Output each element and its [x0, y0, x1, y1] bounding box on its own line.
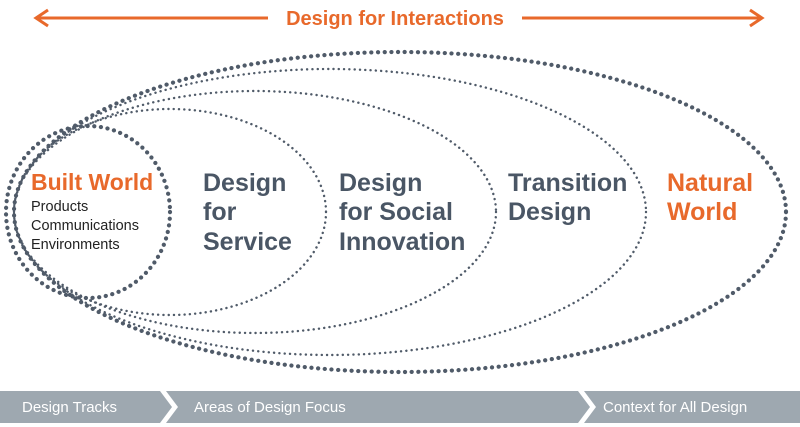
built-world-item: Communications: [31, 218, 139, 234]
banner-areas-of-focus: Areas of Design Focus: [194, 399, 346, 416]
design-for-service-label: for: [203, 198, 237, 226]
banner-design-tracks: Design Tracks: [22, 399, 117, 416]
ring-built-world: [3, 123, 173, 301]
banner-segment-tracks: [0, 391, 172, 423]
natural-world-label: World: [667, 198, 737, 226]
social-innovation-label: Innovation: [339, 228, 465, 256]
social-innovation-label: Design: [339, 169, 422, 197]
built-world-title: Built World: [31, 169, 153, 195]
built-world-item: Environments: [31, 237, 120, 253]
diagram-title: Design for Interactions: [286, 8, 504, 30]
banner-context: Context for All Design: [603, 399, 747, 416]
built-world-item: Products: [31, 199, 88, 215]
design-for-service-label: Design: [203, 169, 286, 197]
banner-segment-focus: [166, 391, 590, 423]
ring-context: [11, 49, 789, 375]
transition-design-label: Design: [508, 198, 591, 226]
natural-world-label: Natural: [667, 169, 753, 197]
design-for-service-label: Service: [203, 228, 292, 256]
ring-social-innovation: [12, 89, 498, 335]
social-innovation-label: for Social: [339, 198, 453, 226]
bottom-banner: Design Tracks Areas of Design Focus Cont…: [0, 391, 800, 423]
transition-design-label: Transition: [508, 169, 627, 197]
interactions-arrow: [33, 8, 765, 28]
banner-segment-context: [584, 391, 800, 423]
ring-service: [12, 107, 328, 317]
